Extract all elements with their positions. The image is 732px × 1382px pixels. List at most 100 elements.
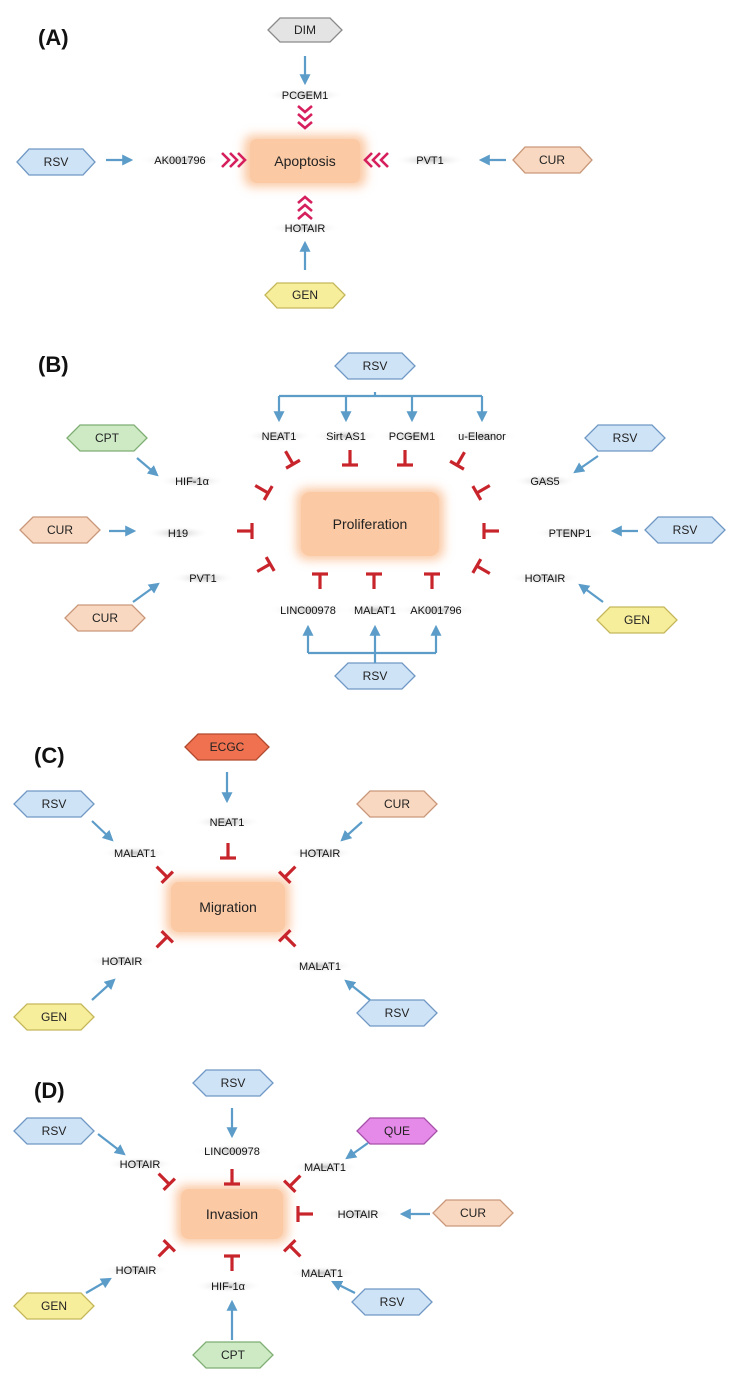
svg-text:MALAT1: MALAT1 — [301, 1268, 343, 1280]
svg-text:RSV: RSV — [380, 1295, 405, 1309]
bracket-bottom — [302, 624, 442, 663]
compound-rsv-right: RSV — [351, 1288, 433, 1316]
svg-text:NEAT1: NEAT1 — [210, 817, 245, 829]
inhibit-neat1 — [220, 843, 236, 860]
inhibit-sirt-as1 — [342, 450, 358, 467]
svg-text:GEN: GEN — [292, 288, 318, 302]
panel-b: (B) Proliferation RSV CPT RSV CUR RSV — [19, 352, 726, 690]
panel-a: (A) Apoptosis DIM RSV CUR GEN PCGEM1 — [16, 17, 593, 309]
panel-a-label: (A) — [38, 25, 69, 50]
inhibit-pvt1 — [256, 556, 276, 573]
svg-text:HOTAIR: HOTAIR — [116, 1265, 157, 1277]
svg-text:AK001796: AK001796 — [410, 605, 461, 617]
svg-text:HIF-1α: HIF-1α — [175, 476, 210, 488]
svg-text:HOTAIR: HOTAIR — [102, 956, 143, 968]
compound-cur: CUR — [512, 146, 593, 174]
svg-text:RSV: RSV — [42, 797, 67, 811]
induce-bottom — [297, 195, 313, 220]
compound-gen: GEN — [264, 282, 346, 309]
process-migration: Migration — [166, 878, 290, 936]
svg-text:RSV: RSV — [221, 1076, 246, 1090]
svg-text:MALAT1: MALAT1 — [354, 605, 396, 617]
svg-text:PCGEM1: PCGEM1 — [282, 90, 328, 102]
svg-text:CPT: CPT — [95, 431, 120, 445]
lncrna-pvt1: PVT1 — [394, 153, 466, 167]
lncrna-linc00978: LINC00978 — [192, 1144, 272, 1158]
inhibit-u-eleanor — [449, 451, 466, 471]
lncrna-hotair-bl: HOTAIR — [102, 1263, 170, 1277]
svg-text:RSV: RSV — [363, 669, 388, 683]
arrow-rsv-gas5 — [573, 455, 599, 474]
arrow-rsv-malat1 — [331, 1281, 356, 1294]
compound-rsv-bottom: RSV — [334, 662, 416, 690]
svg-text:HOTAIR: HOTAIR — [285, 223, 326, 235]
compound-cur-h19: CUR — [19, 516, 101, 544]
svg-text:LINC00978: LINC00978 — [280, 605, 336, 617]
lncrna-hif1a: HIF-1α — [158, 474, 226, 488]
lncrna-malat1-tr: MALAT1 — [291, 1160, 359, 1174]
svg-text:HIF-1α: HIF-1α — [211, 1281, 246, 1293]
arrow-gen-hotair — [578, 583, 604, 603]
lncrna-linc00978: LINC00978 — [268, 603, 348, 617]
lncrna-malat1: MALAT1 — [101, 846, 169, 860]
lncrna-hotair-right: HOTAIR — [286, 846, 354, 860]
process-label: Proliferation — [333, 516, 408, 532]
compound-gen: GEN — [13, 1003, 95, 1031]
inhibit-ak001796 — [424, 572, 440, 589]
lncrna-neat1: NEAT1 — [245, 429, 313, 443]
lncrna-hotair-left: HOTAIR — [88, 954, 156, 968]
svg-text:Sirt AS1: Sirt AS1 — [326, 431, 366, 443]
svg-text:CUR: CUR — [47, 523, 73, 537]
inhibit-pcgem1 — [397, 450, 413, 467]
induce-left — [221, 152, 247, 168]
svg-text:HOTAIR: HOTAIR — [338, 1209, 379, 1221]
lncrna-malat1-br: MALAT1 — [288, 1266, 356, 1280]
svg-text:HOTAIR: HOTAIR — [525, 573, 566, 585]
compound-rsv: RSV — [16, 148, 96, 176]
lncrna-pcgem1: PCGEM1 — [265, 88, 345, 102]
arrow-gen-hotair — [85, 1277, 112, 1294]
svg-text:GEN: GEN — [624, 613, 650, 627]
arrow-que-malat1 — [345, 1142, 369, 1160]
compound-rsv-left: RSV — [13, 1117, 95, 1145]
compound-cpt: CPT — [192, 1341, 274, 1369]
panel-d-label: (D) — [34, 1078, 65, 1103]
lncrna-ak001796: AK001796 — [396, 603, 476, 617]
inhibit-h19 — [237, 523, 254, 539]
compound-gen: GEN — [596, 606, 678, 634]
inhibit-ptenp1 — [482, 523, 499, 539]
svg-text:GEN: GEN — [41, 1010, 67, 1024]
compound-cur: CUR — [432, 1199, 514, 1227]
svg-text:CUR: CUR — [384, 797, 410, 811]
process-apoptosis: Apoptosis — [244, 135, 366, 187]
inhibit-neat1 — [284, 450, 301, 470]
panel-b-label: (B) — [38, 352, 69, 377]
svg-text:RSV: RSV — [673, 523, 698, 537]
svg-text:MALAT1: MALAT1 — [114, 848, 156, 860]
inhibit-malat1-bottom — [277, 928, 297, 948]
svg-text:PTENP1: PTENP1 — [549, 528, 592, 540]
lncrna-malat1: MALAT1 — [343, 603, 407, 617]
compound-gen: GEN — [13, 1292, 95, 1320]
panel-c-label: (C) — [34, 743, 65, 768]
inhibit-malat1-tr — [282, 1174, 302, 1194]
arrow-cpt-hif1a — [136, 457, 159, 477]
induce-right — [363, 152, 389, 168]
inhibit-hif1a — [224, 1254, 240, 1271]
arrow-gen-hotair — [91, 978, 116, 1001]
process-label: Migration — [199, 899, 257, 915]
inhibit-hotair — [471, 558, 491, 575]
lncrna-malat1-right: MALAT1 — [286, 959, 354, 973]
svg-text:GEN: GEN — [41, 1299, 67, 1313]
lncrna-ak001796: AK001796 — [138, 153, 222, 167]
inhibit-linc00978 — [224, 1169, 240, 1186]
svg-text:CUR: CUR — [92, 611, 118, 625]
svg-text:ECGC: ECGC — [210, 740, 245, 754]
svg-text:AK001796: AK001796 — [154, 155, 205, 167]
compound-ecgc: ECGC — [184, 733, 270, 761]
panel-d: (D) Invasion RSV RSV QUE CUR GEN RS — [13, 1069, 514, 1369]
inhibit-hotair-bl — [157, 1238, 177, 1258]
svg-text:H19: H19 — [168, 528, 188, 540]
inhibit-malat1 — [155, 865, 175, 885]
svg-text:LINC00978: LINC00978 — [204, 1146, 260, 1158]
